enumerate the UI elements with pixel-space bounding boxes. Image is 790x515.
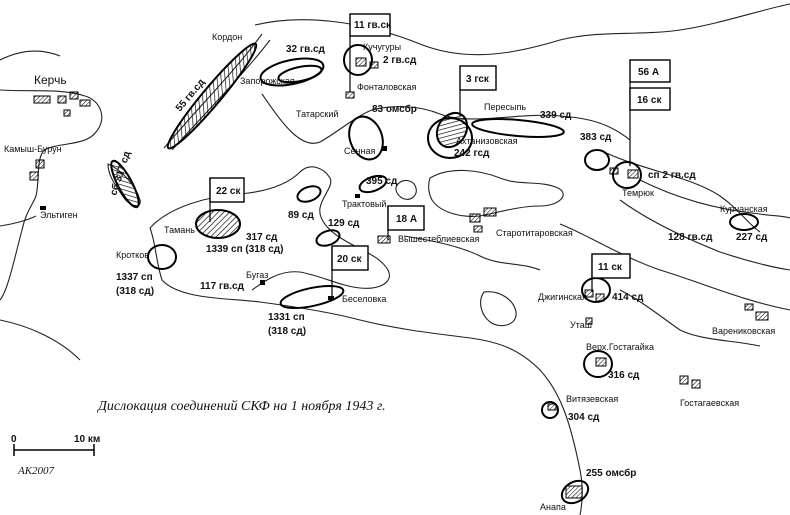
unit-383sd: 383 сд [580, 132, 612, 143]
unit-129sd: 129 сд [328, 218, 360, 229]
scale-bar: 0 10 км [11, 434, 100, 456]
settlement-marks [260, 57, 769, 499]
place-vyshestebliyevskaya: Вышестеблиевская [398, 234, 479, 244]
place-beselovka: Беселовка [342, 294, 386, 304]
kerch-positions [29, 91, 91, 210]
place-kuchuguri: Кучугуры [363, 42, 401, 52]
unit-255omsbr: 255 омсбр [586, 467, 636, 479]
svg-text:11 ск: 11 ск [598, 262, 623, 273]
place-tatarsky: Татарский [296, 109, 338, 119]
scale-zero-label: 0 [11, 434, 17, 445]
place-vityazevskaya: Витязевская [566, 394, 618, 404]
places: Кордон Запорожская Кучугуры Фонталовская… [116, 32, 775, 512]
place-kurchanskaya: Курчанская [720, 204, 768, 214]
author-signature: АК2007 [17, 465, 55, 477]
place-krotkov: Кротков [116, 250, 149, 260]
place-taman: Тамань [164, 225, 195, 235]
hq-flags: 11 гв.ск 3 гск 56 А 16 ск 22 ск 18 А [209, 13, 671, 296]
hq-22sk: 22 ск [209, 177, 245, 222]
unit-117gvsd: 117 гв.сд [200, 281, 245, 292]
hq-11gvsk: 11 гв.ск [349, 13, 392, 92]
unit-316sd: 316 сд [608, 370, 640, 381]
city-eltigen: Эльтиген [40, 210, 78, 220]
place-gostagaevskaya: Гостагаевская [680, 398, 739, 408]
unit-89sd: 89 сд [288, 210, 314, 221]
place-verkh-gostagayka: Верх.Гостагайка [586, 342, 654, 352]
unit-242gsd: 242 гсд [454, 148, 490, 159]
place-zaporozhskaya: Запорожская [240, 76, 295, 86]
unit-227sd: 227 сд [736, 232, 768, 243]
place-dzhiginskaya: Джигинская [538, 292, 587, 302]
hq-56a: 56 А [629, 59, 671, 83]
hq-3gsk: 3 гск [459, 65, 497, 116]
svg-text:18 А: 18 А [396, 214, 417, 225]
unit-414sd: 414 сд [612, 292, 644, 303]
svg-text:11 гв.ск: 11 гв.ск [354, 20, 392, 31]
unit-339sd: 339 сд [540, 110, 572, 121]
svg-text:16 ск: 16 ск [637, 95, 662, 106]
scale-end-label: 10 км [74, 434, 100, 445]
unit-1339sp: 1339 сп (318 сд) [206, 244, 283, 255]
hq-16sk: 16 ск [629, 82, 671, 166]
unit-1331sp: 1331 сп [268, 312, 305, 323]
city-temryuk: Темрюк [622, 188, 654, 198]
unit-1331sp-parent: (318 сд) [268, 326, 306, 337]
unit-1337sp: 1337 сп [116, 272, 153, 283]
place-akhtanizovskaya: Ахтанизовская [456, 136, 518, 146]
unit-sp2gvsd: сп 2 гв.сд [648, 170, 696, 181]
unit-1337sp-parent: (318 сд) [116, 286, 154, 297]
unit-2gvsd: 2 гв.сд [383, 55, 417, 66]
hq-11sk: 11 ск [591, 253, 631, 292]
unit-395sd: 395 сд [366, 176, 398, 187]
map-title: Дислокация соединений СКФ на 1 ноября 19… [96, 399, 386, 414]
place-bugaz: Бугаз [246, 270, 268, 280]
hq-20sk: 20 ск [331, 245, 369, 296]
unit-304sd: 304 сд [568, 412, 600, 423]
hq-18a: 18 А [387, 205, 425, 240]
city-kamysh-burun: Камыш-Бурун [4, 144, 62, 154]
svg-text:20 ск: 20 ск [337, 254, 362, 265]
place-anapa: Анапа [540, 502, 566, 512]
svg-text:22 ск: 22 ск [216, 186, 241, 197]
unit-128gvsd: 128 гв.сд [668, 232, 713, 243]
unit-32gvsd: 32 гв.сд [286, 44, 326, 55]
place-starotitarovskaya: Старотитаровская [496, 228, 573, 238]
svg-text:56 А: 56 А [638, 67, 659, 78]
unit-317sd: 317 сд [246, 232, 278, 243]
place-sennaya: Сенная [344, 146, 375, 156]
place-traktovy: Трактовый [342, 199, 386, 209]
svg-text:3 гск: 3 гск [466, 74, 490, 85]
place-fontalovskaya: Фонталовская [357, 82, 417, 92]
city-kerch: Керчь [34, 73, 67, 87]
unit-positions [110, 42, 759, 505]
place-utash: Уташ [570, 320, 592, 330]
place-kordon: Кордон [212, 32, 242, 42]
unit-83omsbr: 83 омсбр [372, 103, 417, 115]
place-peresyp: Пересыпь [484, 102, 526, 112]
place-varenikovskaya: Варениковская [712, 326, 775, 336]
